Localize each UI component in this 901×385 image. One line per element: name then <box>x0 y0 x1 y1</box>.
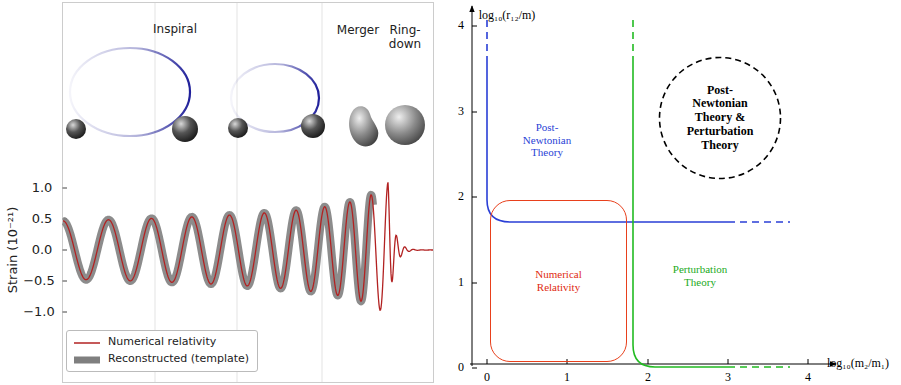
legend-band <box>72 354 102 366</box>
tick-label: 0 <box>458 361 464 375</box>
legend-entry: Numerical relativity <box>72 334 249 351</box>
tick-label: 3 <box>725 371 731 385</box>
tick-label: 0 <box>484 371 490 385</box>
tick-label: −0.5 <box>23 274 55 289</box>
node-text: Post-Newtonian Theory & Perturbation The… <box>687 84 754 153</box>
tick-label: 1 <box>458 276 464 290</box>
tick-label: 2 <box>645 371 651 385</box>
regime-axes <box>470 6 836 368</box>
left-plot-frame <box>63 2 434 383</box>
tick-label: 1 <box>564 371 570 385</box>
tick-label: −1.0 <box>23 305 55 320</box>
numerical-relativity-box: Numerical Relativity <box>490 200 627 362</box>
legend-text: Reconstructed (template) <box>108 353 249 366</box>
region-label: Perturbation Theory <box>673 263 727 288</box>
phase-label: Inspiral <box>153 23 197 37</box>
tick-label: 1.0 <box>32 181 53 196</box>
phase-label: Merger <box>337 24 379 38</box>
axis-title: log₁₀(m₂/m₁) <box>827 357 889 371</box>
tick-label: 3 <box>458 105 464 119</box>
legend-entry: Reconstructed (template) <box>72 351 249 368</box>
tick-label: 4 <box>805 371 811 385</box>
legend-line <box>72 337 102 349</box>
axis-title: log₁₀(r₁₂/m) <box>479 9 536 23</box>
waveform <box>63 182 433 310</box>
binary-illustration <box>66 48 425 146</box>
legend: Numerical relativityReconstructed (templ… <box>66 330 258 372</box>
tick-label: 2 <box>458 190 464 204</box>
tick-label: 0.5 <box>32 212 53 227</box>
regime-boundaries <box>487 20 790 367</box>
tick-label: 0.0 <box>32 243 53 258</box>
phase-label: Ring-down <box>389 24 421 52</box>
region-label: Post-Newtonian Theory <box>523 121 571 159</box>
nr-waveform <box>63 182 433 310</box>
axis-title: Strain (10⁻²¹) <box>6 207 21 294</box>
node-text: Numerical Relativity <box>535 268 581 293</box>
tick-label: 4 <box>458 19 464 33</box>
overlap-region-circle: Post-Newtonian Theory & Perturbation The… <box>658 56 782 180</box>
legend-text: Numerical relativity <box>108 336 216 349</box>
